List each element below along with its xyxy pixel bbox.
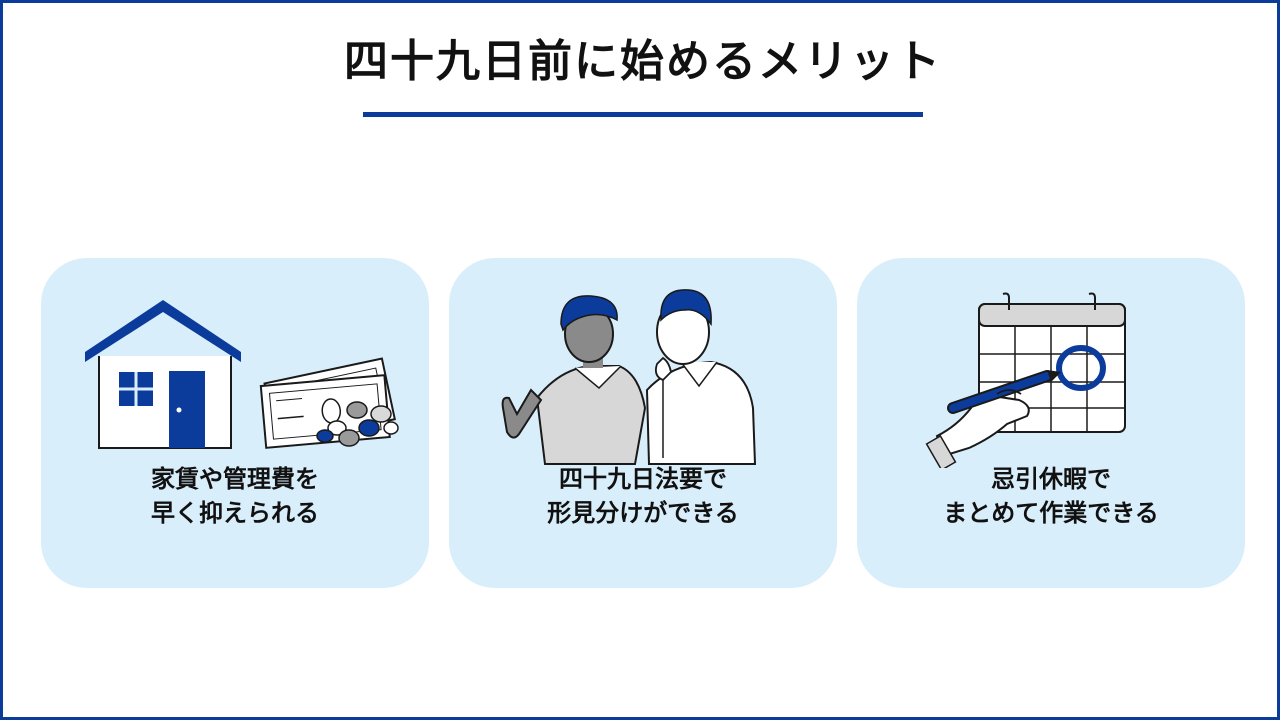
benefit-caption: 家賃や管理費を 早く抑えられる [41, 462, 429, 530]
two-people-talking-icon [501, 289, 757, 465]
caption-line-1: 忌引休暇で [991, 465, 1111, 493]
house-and-money-icon [85, 300, 399, 449]
title-underline [363, 112, 923, 117]
caption-line-1: 家賃や管理費を [151, 465, 319, 493]
benefit-caption: 四十九日法要で 形見分けができる [449, 462, 837, 530]
benefit-caption: 忌引休暇で まとめて作業できる [857, 462, 1245, 530]
benefit-card-rent: 家賃や管理費を 早く抑えられる [41, 258, 429, 588]
calendar-with-pen-icon [925, 292, 1126, 468]
caption-line-2: 早く抑えられる [151, 499, 319, 527]
benefit-card-leave: 忌引休暇で まとめて作業できる [857, 258, 1245, 588]
caption-line-2: まとめて作業できる [943, 499, 1159, 527]
benefit-card-keepsake: 四十九日法要で 形見分けができる [449, 258, 837, 588]
slide-title: 四十九日前に始めるメリット [344, 36, 942, 87]
caption-line-1: 四十九日法要で [559, 465, 727, 493]
caption-line-2: 形見分けができる [547, 499, 739, 527]
